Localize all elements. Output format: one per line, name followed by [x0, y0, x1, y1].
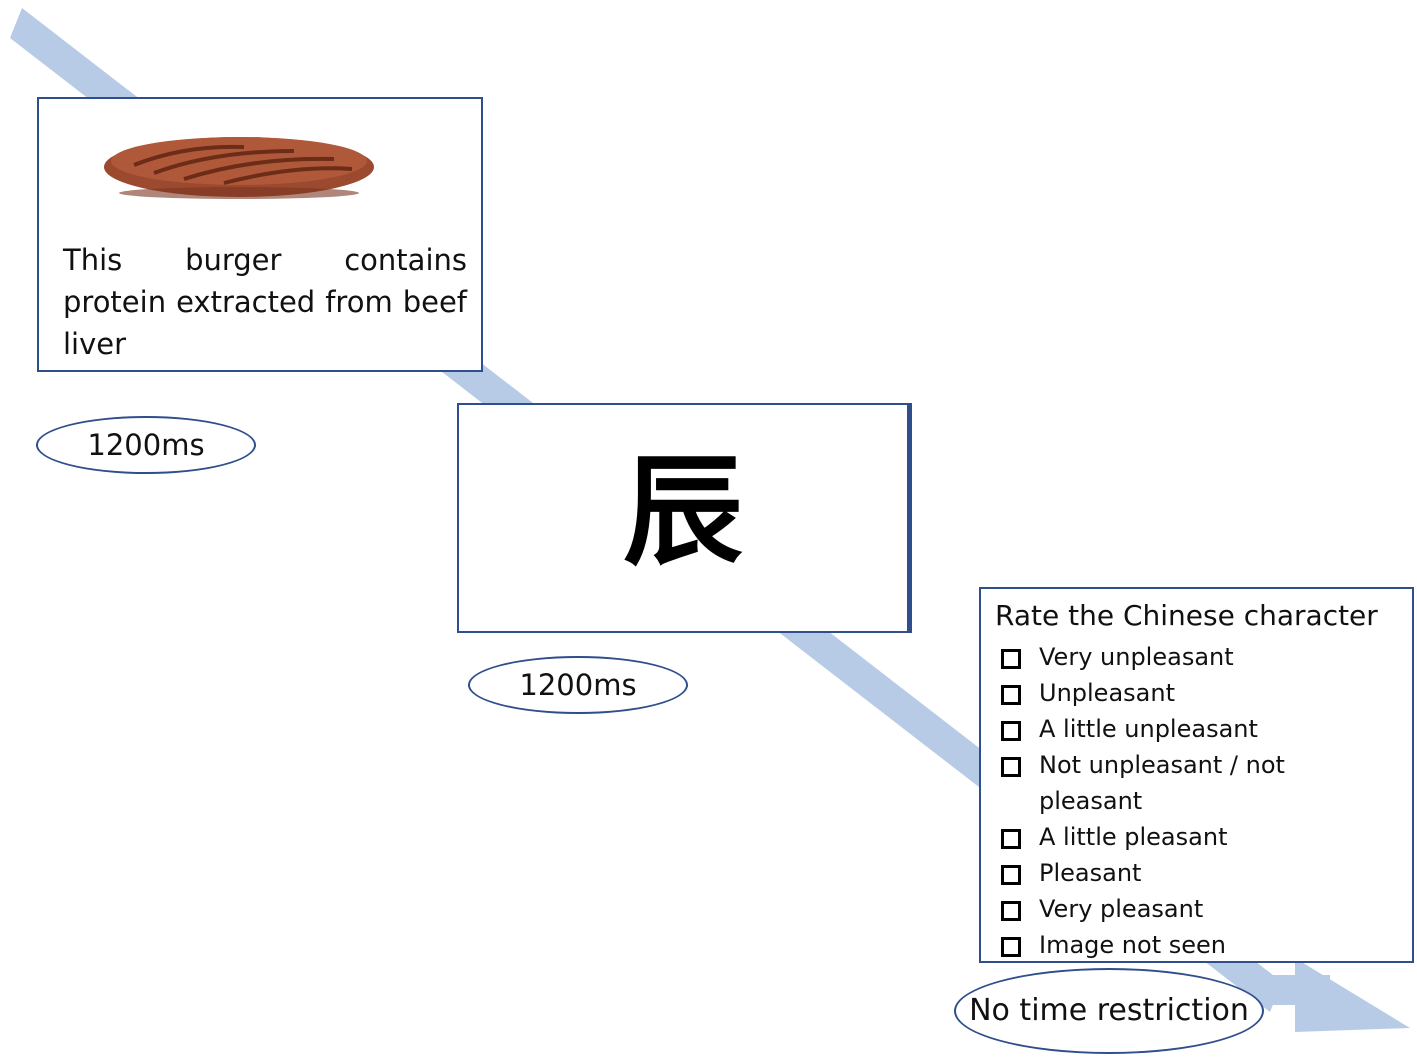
rating-option-label: A little unpleasant	[1039, 715, 1258, 743]
checkbox-icon[interactable]	[1001, 757, 1021, 777]
rating-option[interactable]: Not unpleasant / not pleasant	[997, 747, 1339, 819]
chinese-character: 辰	[623, 443, 743, 582]
rating-option-label: Very unpleasant	[1039, 643, 1234, 671]
rating-option-label: Unpleasant	[1039, 679, 1175, 707]
rating-option[interactable]: Very pleasant	[997, 891, 1339, 927]
rating-option[interactable]: Image not seen	[997, 927, 1339, 963]
rating-option[interactable]: A little pleasant	[997, 819, 1339, 855]
character-panel: 辰	[457, 403, 912, 633]
rating-title: Rate the Chinese character	[995, 599, 1378, 632]
rating-panel: Rate the Chinese character Very unpleasa…	[979, 587, 1414, 963]
timing-label-rating: No time restriction	[954, 968, 1264, 1054]
rating-option-label: Image not seen	[1039, 931, 1226, 959]
checkbox-icon[interactable]	[1001, 649, 1021, 669]
checkbox-icon[interactable]	[1001, 685, 1021, 705]
rating-options: Very unpleasant Unpleasant A little unpl…	[997, 639, 1339, 963]
rating-option-label: Very pleasant	[1039, 895, 1204, 923]
rating-option-label: Not unpleasant / not pleasant	[1039, 751, 1285, 815]
rating-option[interactable]: Unpleasant	[997, 675, 1339, 711]
timing-label-prime: 1200ms	[36, 416, 256, 474]
checkbox-icon[interactable]	[1001, 865, 1021, 885]
rating-option[interactable]: Very unpleasant	[997, 639, 1339, 675]
rating-option-label: Pleasant	[1039, 859, 1142, 887]
checkbox-icon[interactable]	[1001, 829, 1021, 849]
checkbox-icon[interactable]	[1001, 721, 1021, 741]
burger-patty-image	[104, 137, 374, 199]
prime-panel: This burger contains protein extracted f…	[37, 97, 483, 372]
timing-label-character: 1200ms	[468, 656, 688, 714]
timeline-arrow-head	[1295, 958, 1410, 1032]
rating-option-label: A little pleasant	[1039, 823, 1228, 851]
checkbox-icon[interactable]	[1001, 937, 1021, 957]
checkbox-icon[interactable]	[1001, 901, 1021, 921]
rating-option[interactable]: Pleasant	[997, 855, 1339, 891]
rating-option[interactable]: A little unpleasant	[997, 711, 1339, 747]
prime-text: This burger contains protein extracted f…	[63, 243, 467, 361]
